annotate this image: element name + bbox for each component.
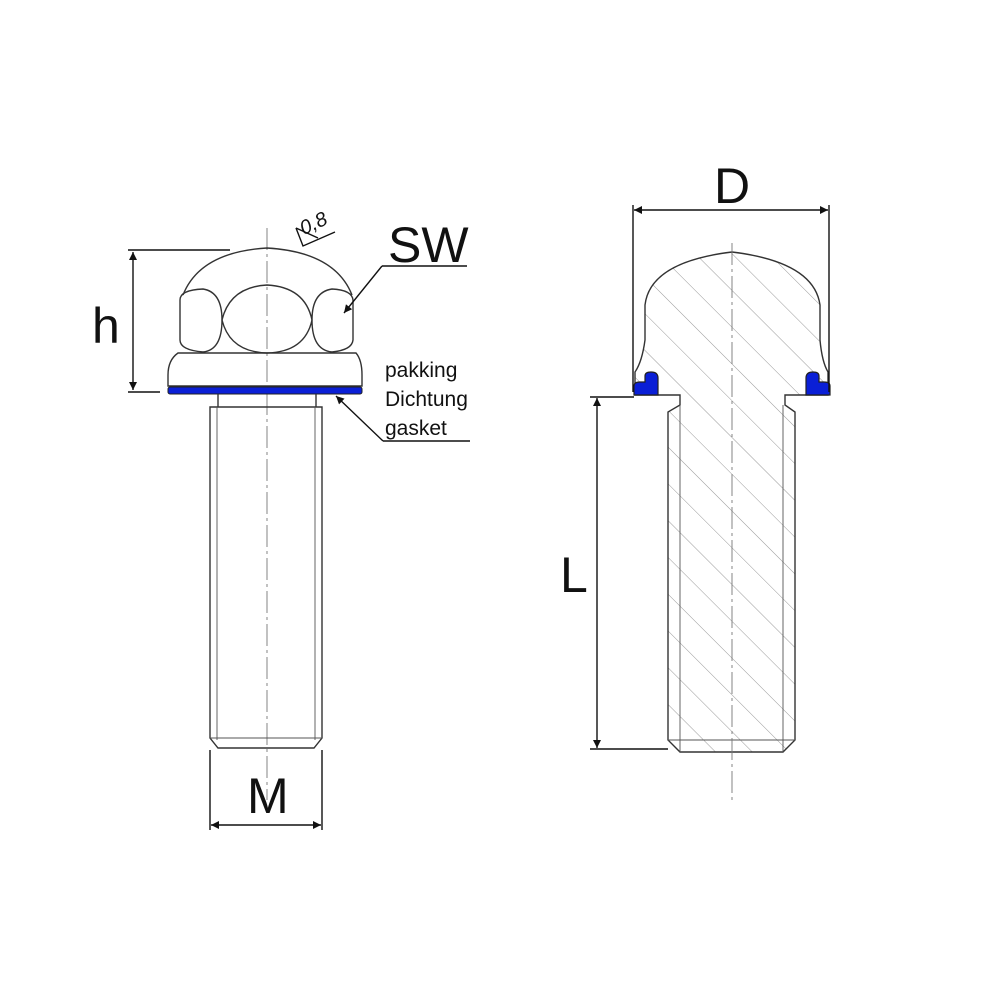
section-outline — [634, 251, 829, 753]
h-label: h — [92, 298, 120, 354]
d-label: D — [714, 158, 750, 214]
sw-label: SW — [388, 217, 469, 273]
gasket-label-de: Dichtung — [385, 388, 468, 411]
collar — [167, 352, 363, 387]
neck — [217, 394, 317, 407]
gasket — [167, 386, 363, 395]
roughness-symbol — [295, 227, 336, 247]
section-hatch — [635, 252, 828, 752]
hex-face-right — [311, 288, 354, 353]
hex-face-left — [179, 288, 223, 353]
gasket-section-left — [633, 371, 659, 396]
bolt-side-view: h 0,8 SW pakking Dichtung gasket M — [92, 208, 470, 830]
sw-leader — [343, 265, 383, 314]
roughness-label: 0,8 — [296, 208, 331, 240]
bolt-section-view: D L — [560, 158, 831, 802]
gasket-leader — [335, 395, 384, 442]
gasket-label-en: gasket — [385, 417, 447, 440]
threaded-shank — [209, 406, 323, 749]
gasket-label-nl: pakking — [385, 359, 457, 382]
l-label: L — [560, 547, 588, 603]
m-label: M — [247, 768, 289, 824]
roughness-tick — [295, 227, 319, 239]
dome-cap — [182, 247, 353, 296]
